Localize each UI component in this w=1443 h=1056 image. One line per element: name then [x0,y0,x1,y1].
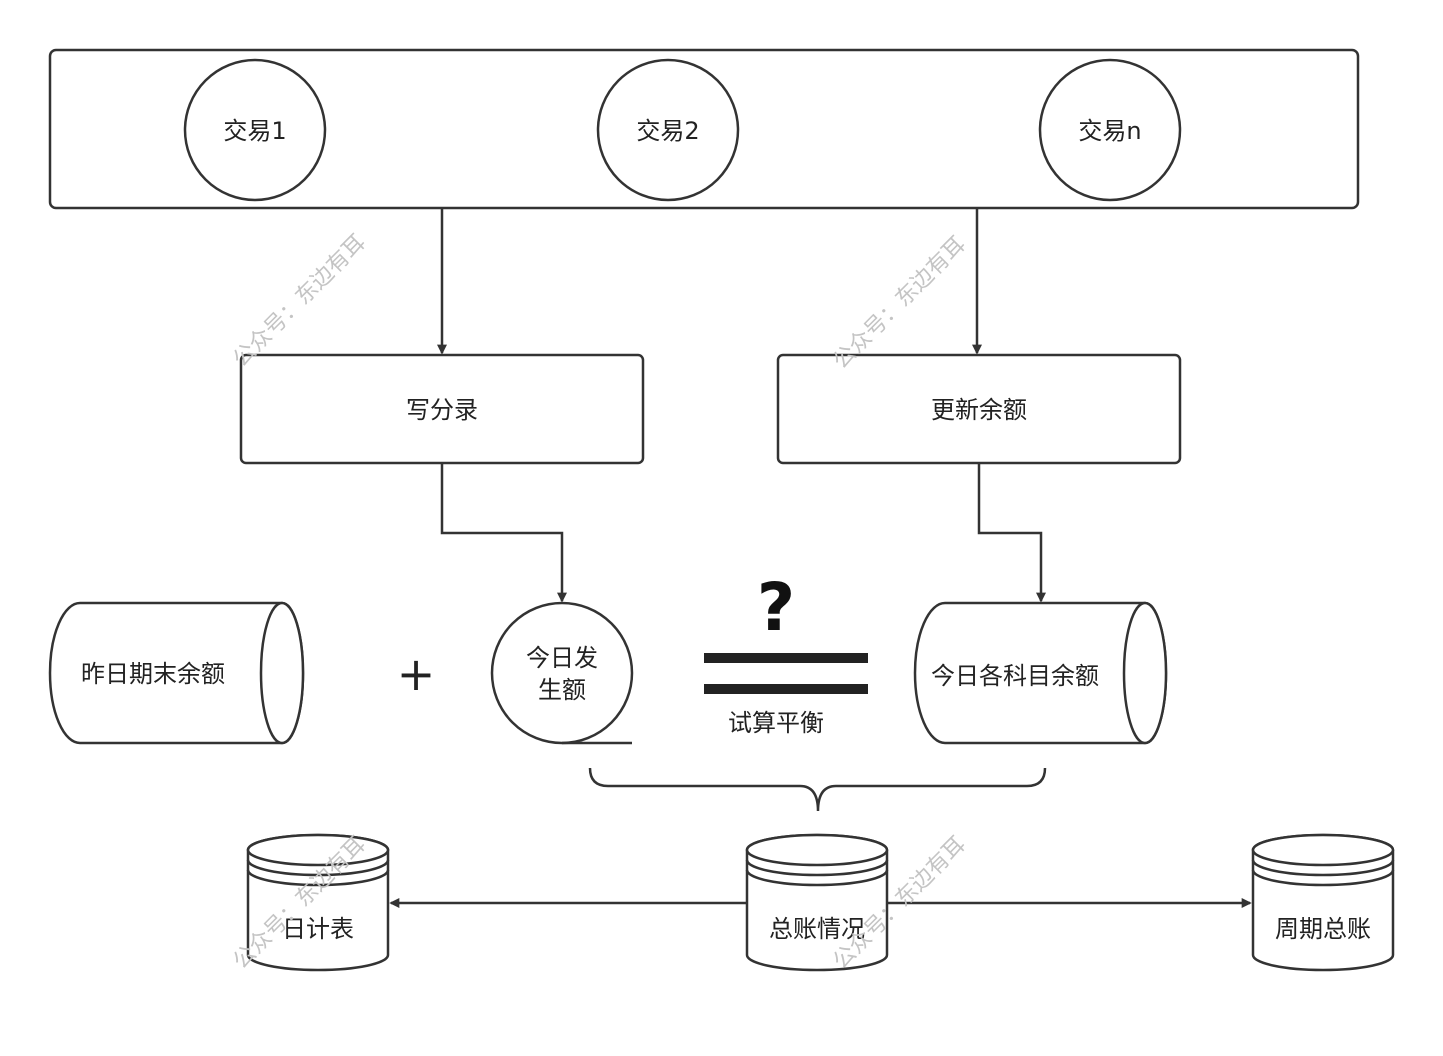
transaction-2-node: 交易2 [596,58,740,202]
periodic-ledger-label: 周期总账 [1275,915,1371,943]
transaction-2-label: 交易2 [636,117,699,145]
daily-table-label: 日计表 [282,915,354,943]
watermark-1: 公众号：东边有耳 [229,230,371,372]
yesterday-balance-storage: 昨日期末余额 [48,601,305,745]
daily-table-storage: 日计表 [246,833,390,972]
today-amount-label-line2: 生额 [538,676,586,704]
today-amount-label-line1: 今日发 [526,644,598,672]
periodic-ledger-storage: 周期总账 [1251,833,1395,972]
today-subject-balance-storage: 今日各科目余额 [913,601,1168,745]
summary-brace [588,767,1047,812]
write-entries-label: 写分录 [406,396,478,424]
update-balance-box: 更新余额 [776,353,1182,465]
transaction-1-node: 交易1 [183,58,327,202]
arrow-to-today-subject-balance [977,463,1046,603]
watermark-2: 公众号：东边有耳 [829,232,971,374]
today-amount-node: 今日发 生额 [490,601,634,745]
write-entries-box: 写分录 [239,353,645,465]
today-subject-balance-label: 今日各科目余额 [931,662,1099,690]
equals-sign [704,653,868,694]
plus-sign: + [397,647,436,701]
ledger-status-storage: 总账情况 [745,833,889,972]
yesterday-balance-label: 昨日期末余额 [81,660,225,688]
arrow-to-today-amount [440,463,567,603]
question-mark: ? [757,569,795,646]
transaction-n-label: 交易n [1078,117,1141,145]
transaction-1-label: 交易1 [223,117,286,145]
update-balance-label: 更新余额 [931,396,1027,424]
transaction-n-node: 交易n [1038,58,1182,202]
ledger-status-label: 总账情况 [769,915,865,943]
trial-balance-label: 试算平衡 [728,709,824,737]
